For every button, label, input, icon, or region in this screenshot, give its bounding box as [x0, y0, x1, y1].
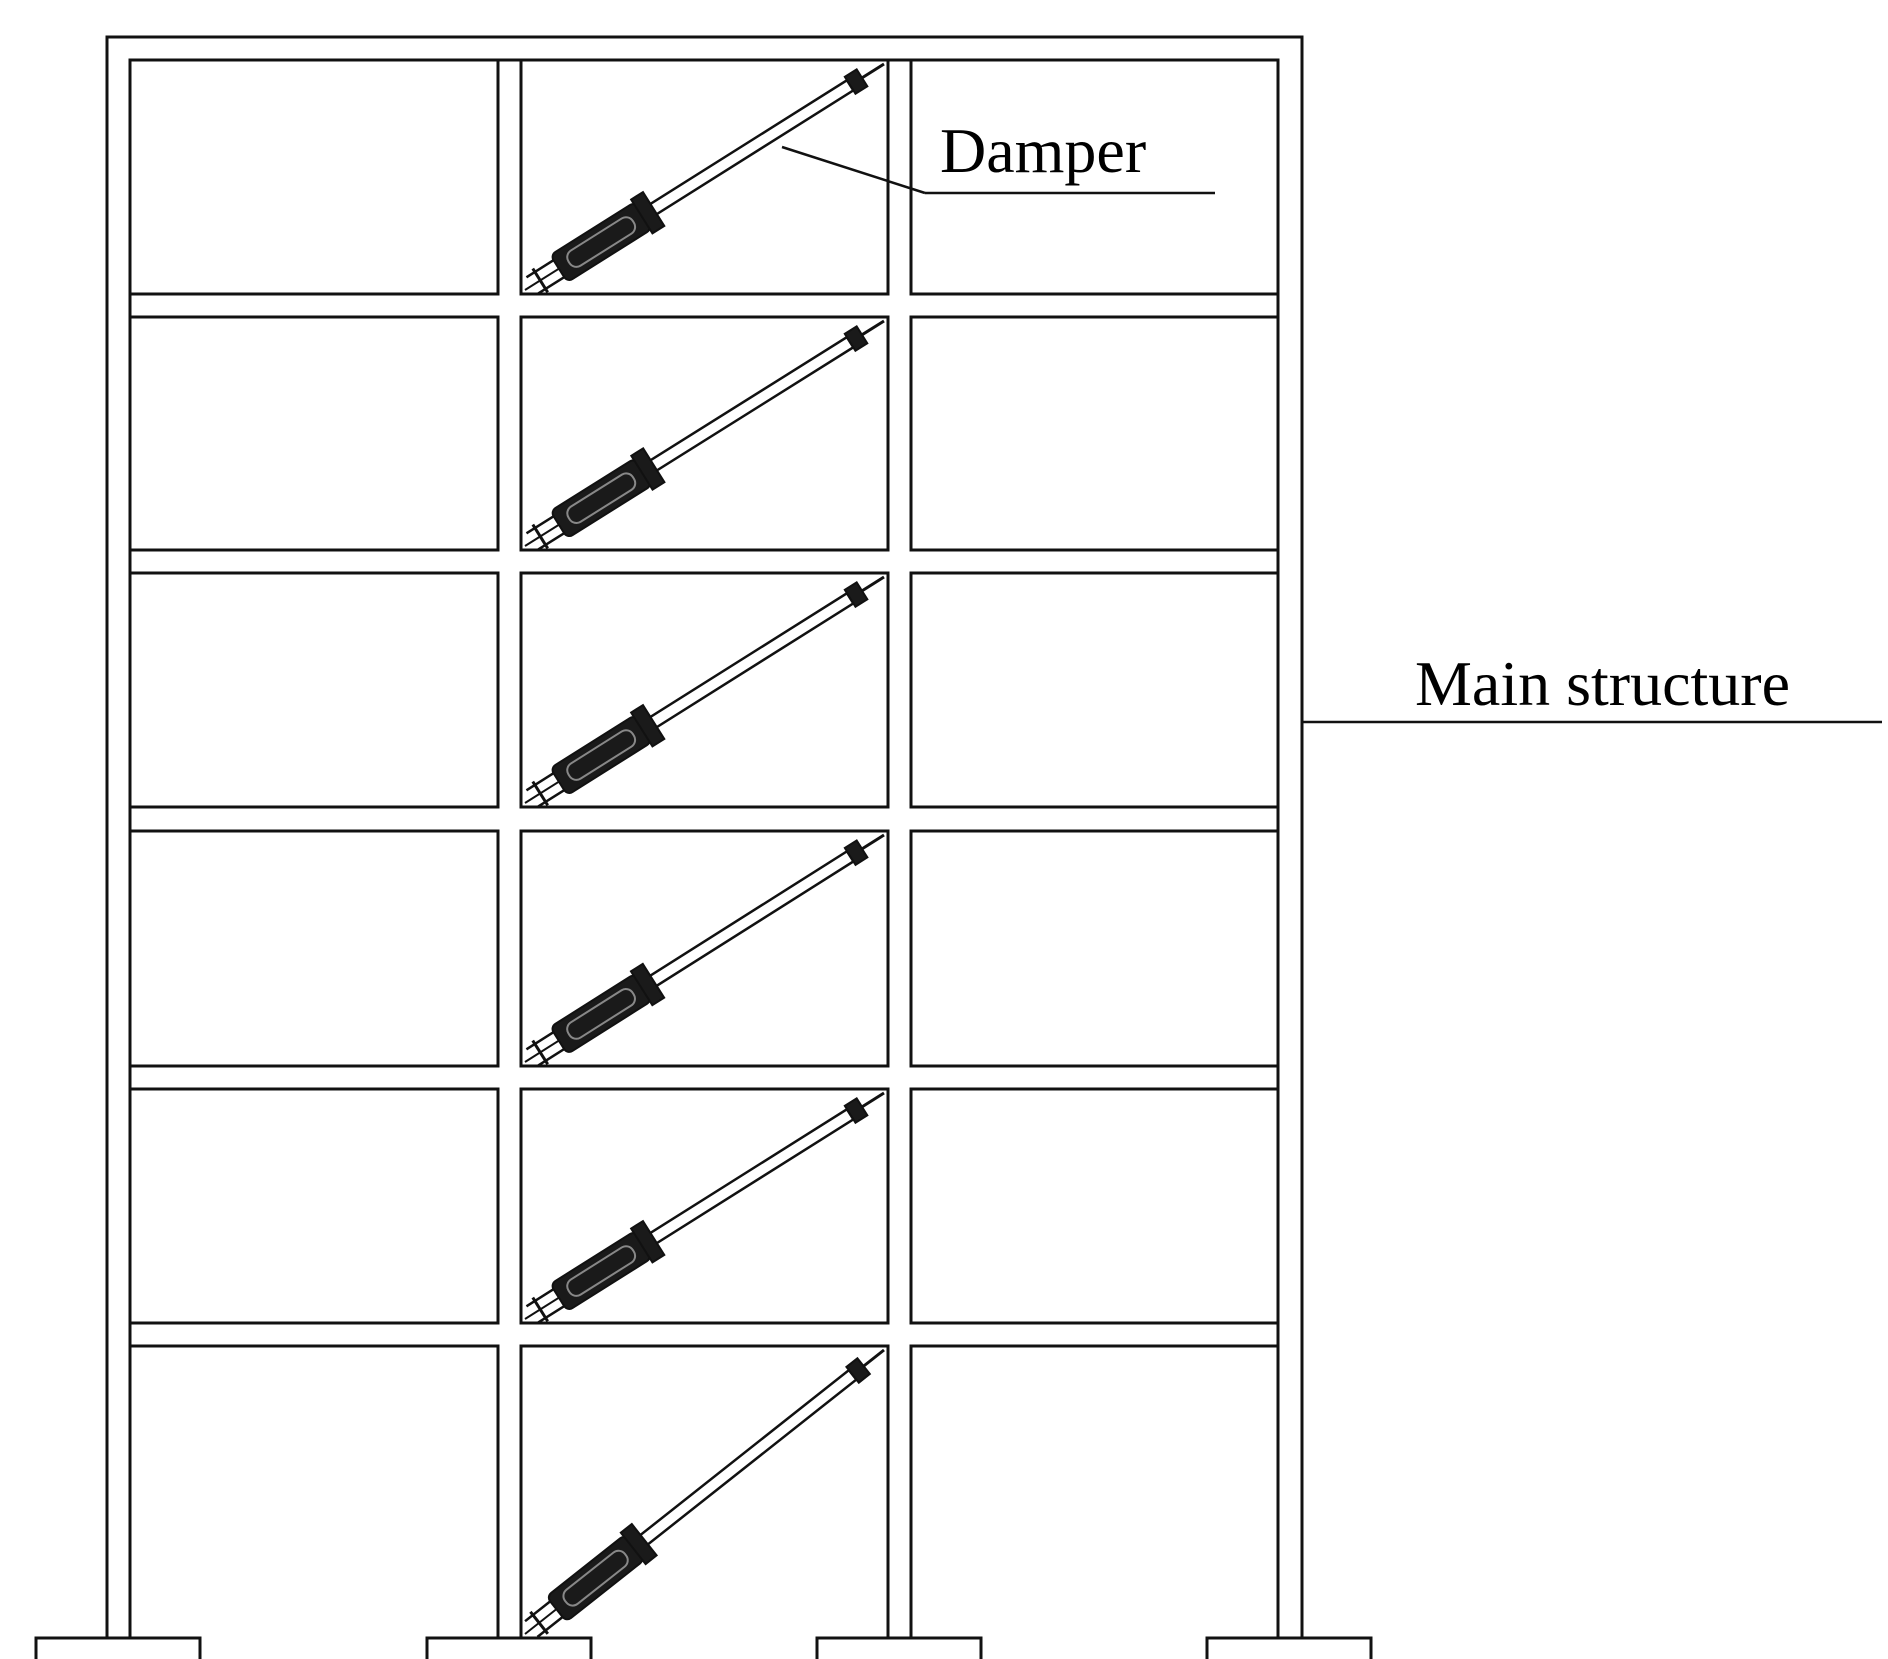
damper-callout: Damper — [781, 115, 1215, 195]
damper-top-collar — [843, 839, 869, 867]
damper-clevis — [525, 259, 555, 279]
damper-clevis — [536, 1048, 565, 1068]
damper-clevis — [525, 772, 555, 792]
damper — [524, 1348, 885, 1638]
bay-panel — [128, 1087, 500, 1325]
damper-cylinder-window — [566, 216, 637, 268]
bay-panel — [909, 1344, 1280, 1638]
damper — [524, 833, 885, 1068]
damper-cylinder — [551, 716, 651, 794]
damper-cylinder — [551, 203, 651, 281]
damper-rod — [647, 335, 856, 474]
damper-cylinder-window — [566, 1245, 637, 1297]
bay-panel — [128, 829, 500, 1068]
damper-leader-line — [781, 145, 926, 195]
damper-cylinder — [547, 1536, 644, 1621]
bay-panel — [128, 1344, 500, 1638]
damper-rod — [637, 1368, 859, 1548]
damper-rod — [647, 591, 856, 730]
bay-panel — [519, 1344, 890, 1638]
damper-top-pin — [861, 62, 885, 80]
footing — [1205, 1636, 1373, 1659]
damper-cylinder-window — [562, 1549, 629, 1607]
damper-rod — [647, 1107, 856, 1246]
bay-panel — [909, 571, 1280, 809]
damper-cylinder — [551, 974, 651, 1053]
damper-end-cap — [629, 962, 666, 1007]
bay-panel — [128, 58, 500, 296]
bay-panel — [519, 1087, 890, 1325]
damper-top-pin — [861, 833, 885, 851]
main-structure-label: Main structure — [1415, 648, 1790, 719]
footing — [815, 1636, 983, 1659]
damper-top-collar — [843, 68, 869, 96]
damper — [524, 575, 885, 809]
bay-panel — [519, 829, 890, 1068]
footing — [34, 1636, 202, 1659]
bay-panel — [909, 829, 1280, 1068]
bay-panel — [909, 315, 1280, 552]
damper-clevis — [525, 1031, 555, 1051]
damper — [524, 62, 885, 296]
footing — [425, 1636, 593, 1659]
damper-clevis — [536, 1305, 565, 1325]
damper-top-pin — [862, 1348, 885, 1368]
damper-top-pin — [861, 1091, 885, 1109]
damper-end-cap — [619, 1522, 659, 1566]
bay-panel — [519, 571, 890, 809]
bay-panel — [519, 315, 890, 552]
bay-panel — [909, 58, 1280, 296]
bay-panel — [128, 315, 500, 552]
damper-cylinder-window — [566, 729, 637, 781]
damper — [524, 319, 885, 552]
damper-rod — [646, 849, 856, 989]
damper-label: Damper — [940, 115, 1146, 186]
bay-panel — [909, 1087, 1280, 1325]
damper-clevis — [536, 532, 565, 552]
damper-clevis — [525, 1288, 555, 1308]
damper-clevis-pin — [531, 1039, 549, 1066]
damper-cylinder-window — [566, 472, 637, 524]
damper-top-collar — [843, 1097, 869, 1125]
damper-clevis — [536, 276, 565, 296]
damper-cylinder-window — [566, 988, 636, 1040]
damper-clevis — [536, 1616, 564, 1638]
dampers — [524, 62, 885, 1638]
bay-panel — [128, 571, 500, 809]
damper-clevis — [524, 1600, 551, 1623]
damper-clevis — [525, 515, 555, 535]
damper-end-cap — [629, 190, 666, 235]
damper-clevis-pin — [529, 1610, 549, 1635]
damper-end-cap — [629, 446, 666, 492]
damper-clevis-pin — [531, 267, 549, 294]
damper-end-cap — [629, 1219, 666, 1264]
outer-frame — [105, 35, 1304, 1640]
damper-clevis-pin — [531, 780, 549, 807]
damper-clevis-pin — [531, 1296, 549, 1323]
damper-clevis — [536, 789, 565, 809]
damper-top-pin — [861, 319, 885, 337]
main-structure-callout: Main structure — [1302, 648, 1882, 724]
damper-rod — [647, 78, 856, 217]
footings — [34, 1636, 1373, 1659]
bay-panel — [519, 58, 890, 296]
damper-cylinder — [551, 459, 651, 538]
damper-cylinder — [551, 1232, 651, 1310]
main-structure-frame — [105, 35, 1304, 1640]
damper-top-pin — [861, 575, 885, 593]
damper — [524, 1091, 885, 1325]
damper-clevis-pin — [531, 523, 549, 550]
damper-end-cap — [629, 703, 666, 748]
